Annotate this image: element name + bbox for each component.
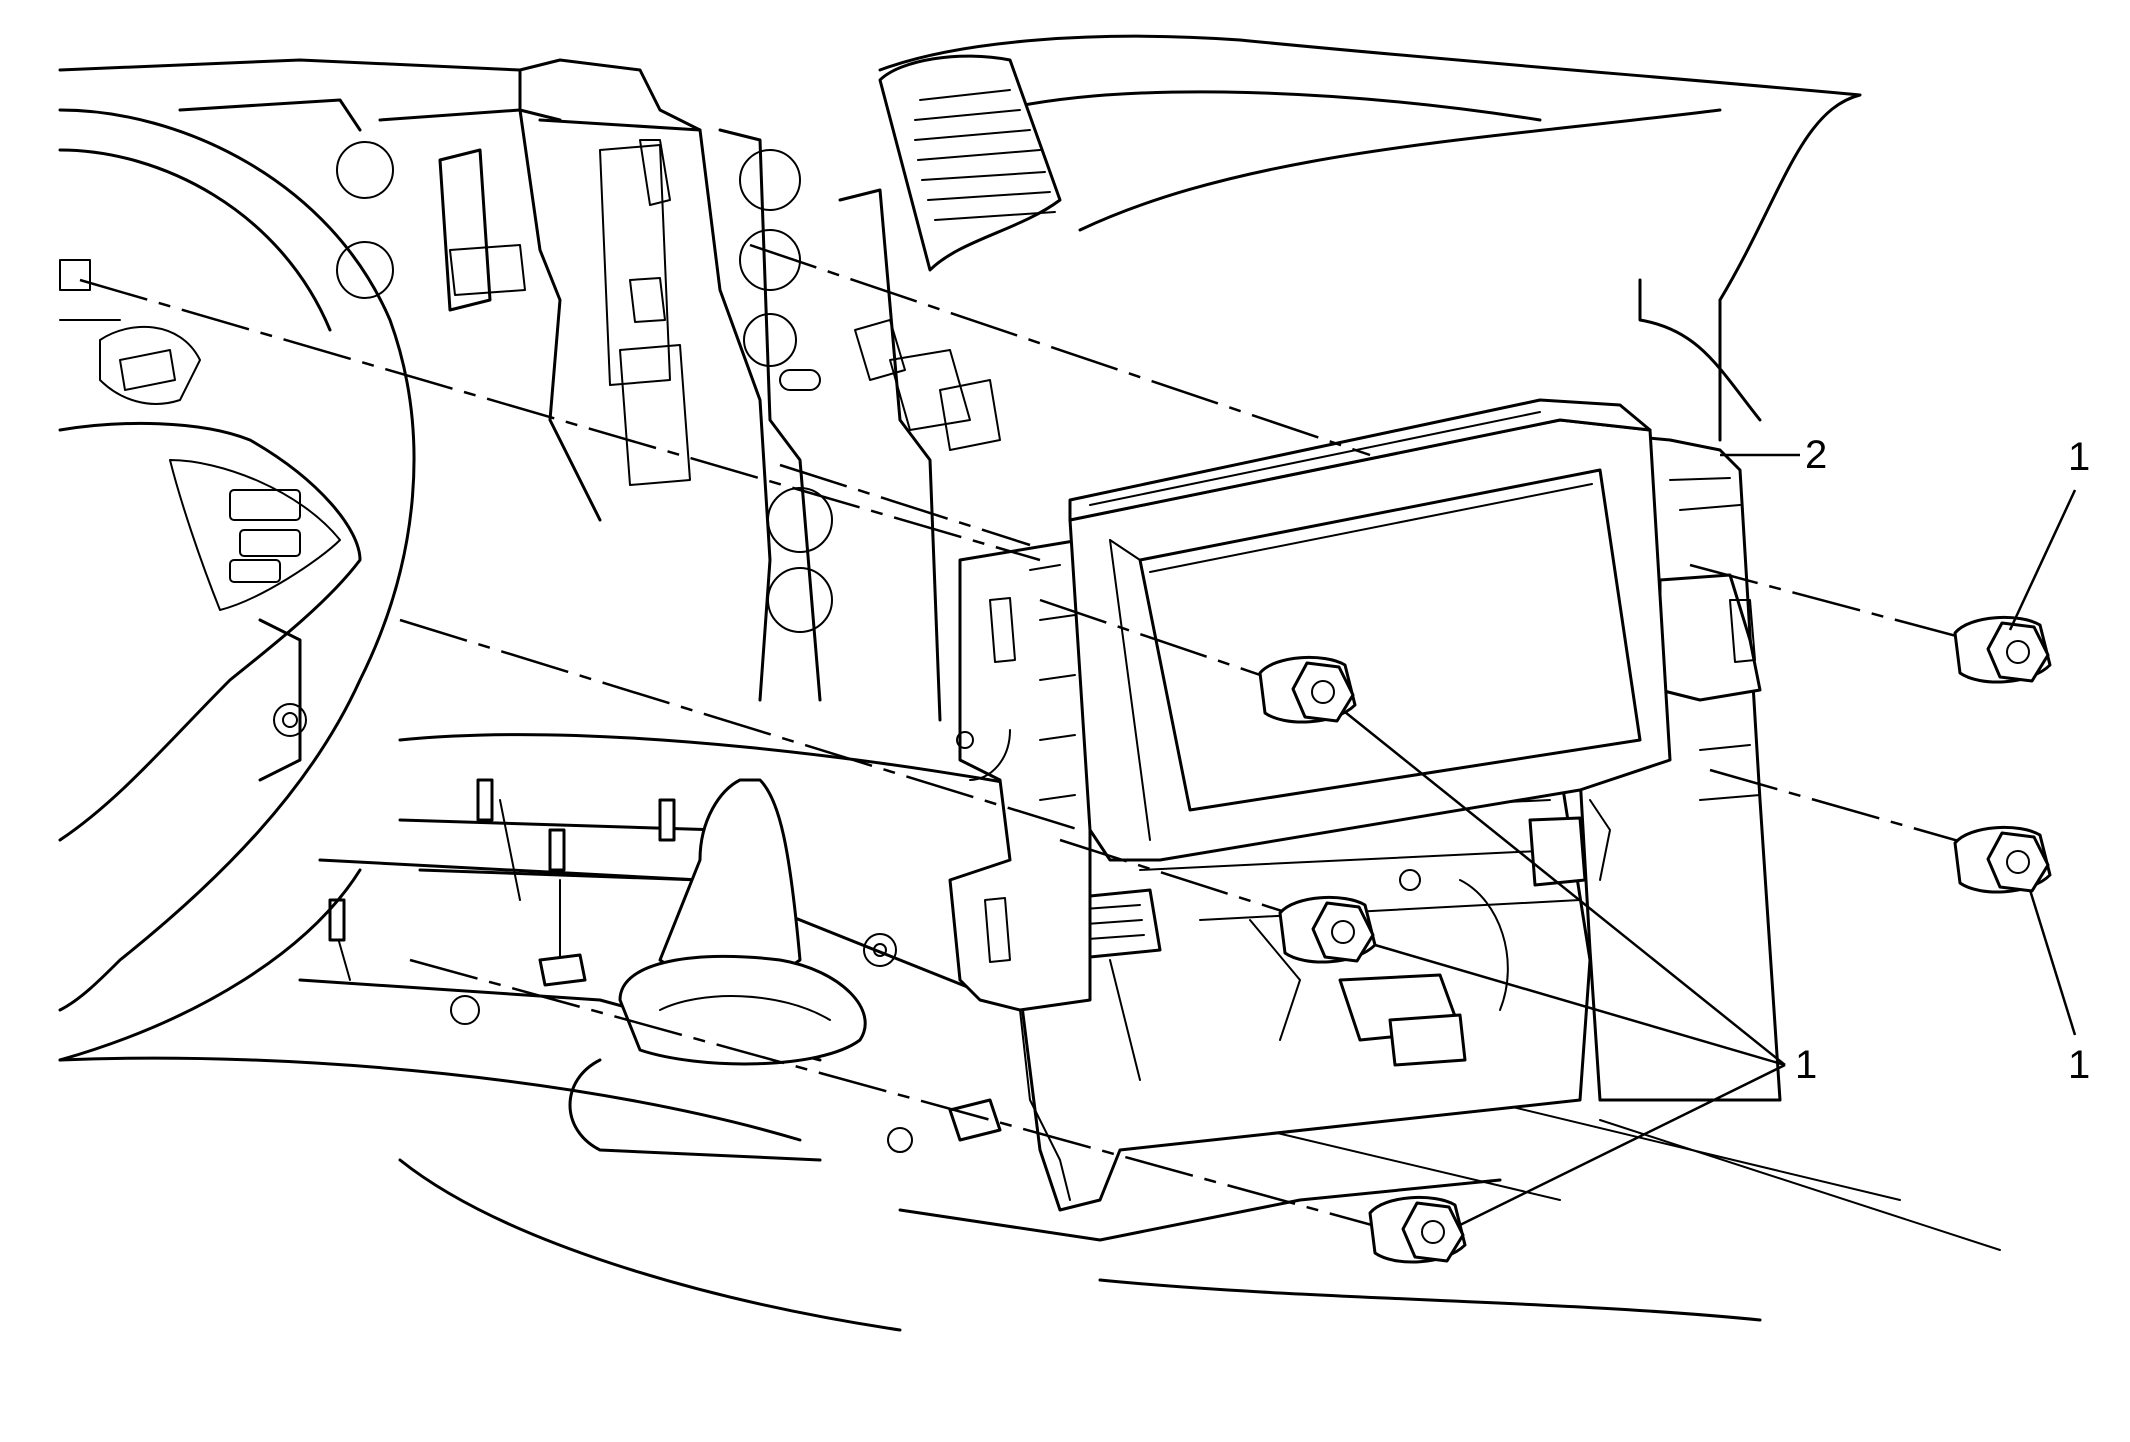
steering-wheel (58, 108, 416, 1062)
bolt-upper-center (1258, 655, 1357, 724)
bolt-lower-center (1278, 895, 1377, 964)
radio-module (948, 398, 1782, 1212)
instrument-panel-structure (58, 34, 2001, 1332)
alignment-lines (79, 243, 1991, 1232)
callout-bolt-mid-right: 1 (2068, 1043, 2091, 1087)
bolt-mid-right (1953, 825, 2052, 894)
callout-bolt-top-right: 1 (2068, 435, 2091, 479)
bolt-top-right (1953, 615, 2052, 684)
callout-bolt-group: 1 (1795, 1043, 1818, 1087)
leader-lines (1344, 453, 2077, 1227)
bolt-bottom (1368, 1195, 1467, 1264)
callout-radio-module: 2 (1805, 433, 1828, 477)
